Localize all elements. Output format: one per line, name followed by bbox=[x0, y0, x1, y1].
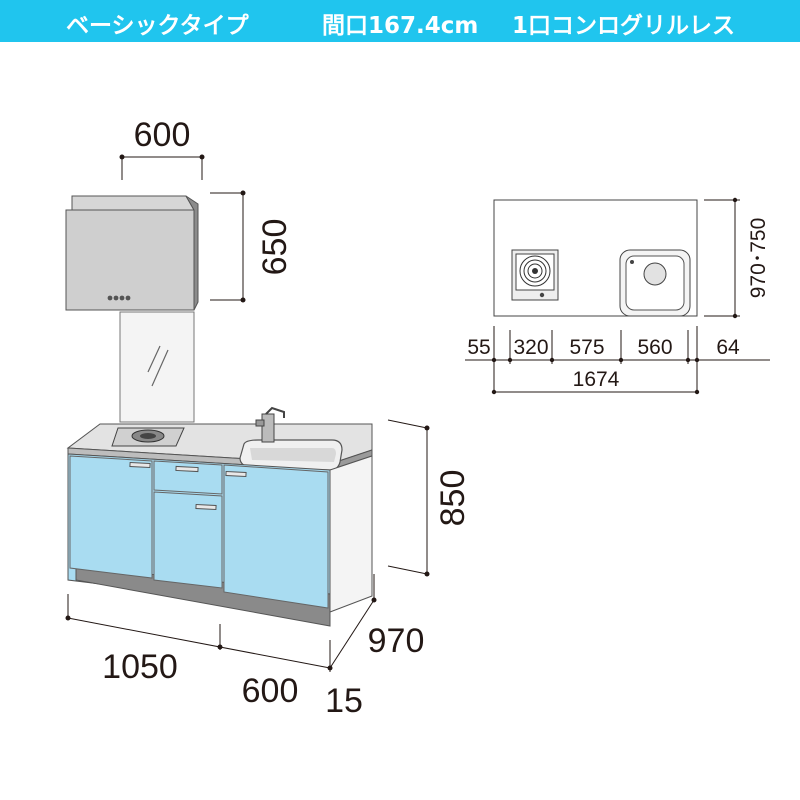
dim-widths: 1050 600 bbox=[65, 594, 333, 710]
front-view: 600 650 850 1050 bbox=[65, 116, 472, 720]
plan-dim-segments: 55 320 575 560 64 bbox=[465, 326, 770, 394]
segment-label: 320 bbox=[513, 336, 548, 359]
dim-depth: 970 15 bbox=[325, 574, 424, 720]
type-label: ベーシックタイプ bbox=[66, 13, 249, 39]
hood-width-label: 600 bbox=[134, 116, 191, 154]
left-width-label: 1050 bbox=[102, 648, 178, 686]
width-label: 間口167.4cm bbox=[322, 13, 479, 39]
right-width-label: 600 bbox=[242, 672, 299, 710]
faucet bbox=[255, 406, 285, 443]
segment-label: 64 bbox=[716, 336, 740, 359]
total-width-label: 1674 bbox=[573, 368, 620, 391]
dim-hood-width: 600 bbox=[119, 116, 205, 180]
plan-dim-depth: 970･750 bbox=[704, 197, 770, 319]
header-bar: ベーシックタイプ 間口167.4cm 1口コンログリルレス bbox=[0, 0, 800, 42]
depth-label: 970 bbox=[368, 622, 425, 660]
dim-hood-height: 650 bbox=[210, 190, 294, 303]
plan-view: 970･750 55 320 575 560 64 bbox=[465, 197, 770, 395]
segment-label: 560 bbox=[637, 336, 672, 359]
toe-offset-label: 15 bbox=[325, 682, 363, 720]
segment-label: 55 bbox=[467, 336, 490, 359]
plan-sink bbox=[619, 249, 691, 317]
burner bbox=[111, 427, 185, 447]
range-hood bbox=[65, 195, 199, 311]
plan-cooker bbox=[511, 249, 559, 301]
dim-counter-height: 850 bbox=[387, 419, 472, 577]
plan-dim-total: 1674 bbox=[491, 368, 700, 395]
cabinet bbox=[67, 453, 373, 627]
cooker-label: 1口コンログリルレス bbox=[512, 13, 736, 39]
back-panel bbox=[119, 311, 195, 423]
segment-label: 575 bbox=[569, 336, 604, 359]
counter-height-label: 850 bbox=[434, 470, 472, 527]
plan-depth-label: 970･750 bbox=[747, 218, 770, 299]
hood-height-label: 650 bbox=[256, 219, 294, 276]
